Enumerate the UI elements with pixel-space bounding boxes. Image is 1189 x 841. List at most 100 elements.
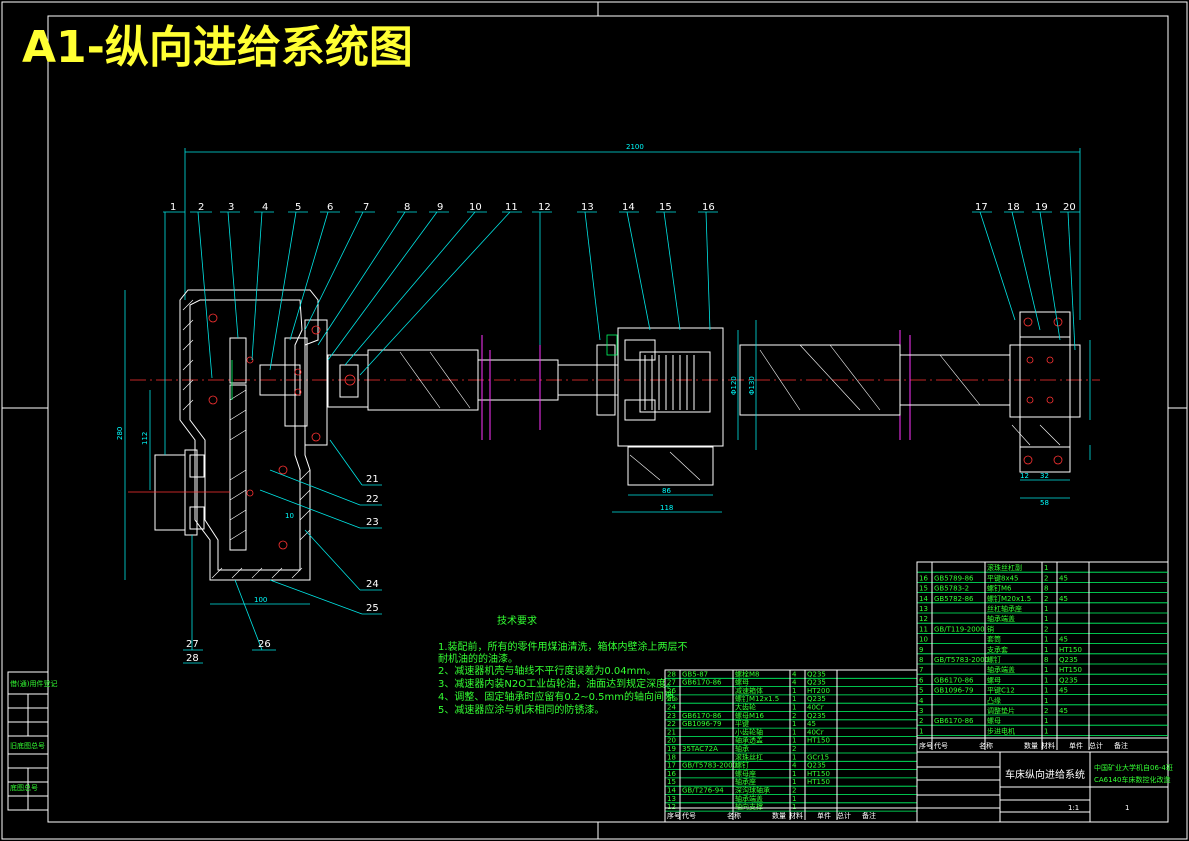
bom-cell: GB1096-79 <box>682 720 721 728</box>
bom-cell: 螺母座 <box>735 769 756 778</box>
part-label: 16 <box>702 202 715 213</box>
bom-cell: 螺钉 <box>987 655 1001 664</box>
ball-screw-nut-assembly <box>596 327 724 486</box>
bom-cell: 滚珠丝杠 <box>735 752 763 761</box>
bom-cell: 调整垫片 <box>987 706 1015 715</box>
bom-cell: 5 <box>919 687 923 695</box>
right-support-bearing <box>1009 311 1081 473</box>
inner-border <box>47 15 1169 823</box>
bom-cell: 套筒 <box>987 635 1001 644</box>
bom-cell: 1 <box>792 720 796 728</box>
bom-cell: 26 <box>667 687 676 695</box>
bom-cell: 丝杠轴承座 <box>987 604 1022 613</box>
bom-cell: 1 <box>1044 615 1048 623</box>
bom-cell: 13 <box>919 605 928 613</box>
bom-cell: 1 <box>1044 676 1048 684</box>
bom-cell: GB6170-86 <box>934 717 974 725</box>
part-label: 27 <box>186 639 199 650</box>
bom-cell: 螺母M16 <box>735 711 764 720</box>
part-label: 22 <box>366 494 379 505</box>
dim-overall-length: 2100 <box>626 143 644 151</box>
bom-cell: 28 <box>667 670 676 678</box>
bom-cell: 大齿轮 <box>735 703 756 712</box>
dim-right-12: 12 <box>1020 472 1029 480</box>
tech-line: 3、减速器内装N2O工业齿轮油，油面达到规定深度。 <box>438 677 676 690</box>
title-sheet: 1 <box>1125 804 1129 812</box>
bom-cell: Q235 <box>807 762 826 770</box>
bom-cell: 1 <box>792 704 796 712</box>
bom-cell: 螺母 <box>735 678 749 687</box>
bom-cell: 滚珠丝杠副 <box>987 563 1022 572</box>
bom-header-cell: 序号 <box>667 811 681 820</box>
bom-cell: 平键 <box>735 719 749 728</box>
tech-line: 耐机油的的油漆。 <box>438 652 518 665</box>
bom-cell: 螺钉M6 <box>987 584 1012 593</box>
bom-cell: 25 <box>667 695 676 703</box>
margin-cell: 借(通)用件登记 <box>10 679 57 688</box>
bom-cell: 螺钉M12x1.5 <box>735 694 779 703</box>
bom-cell: 18 <box>667 753 676 761</box>
dim-right-32: 32 <box>1040 472 1049 480</box>
bom-cell: 深沟球轴承 <box>735 786 770 795</box>
part-label: 18 <box>1007 202 1020 213</box>
bom-cell: 14 <box>667 787 676 795</box>
bom-cell: GB1096-79 <box>934 687 973 695</box>
bom-cell: 6 <box>919 676 924 684</box>
bom-header-cell: 材料 <box>789 811 803 820</box>
bom-cell: GB/T5783-2000 <box>934 656 989 664</box>
bom-cell: GB5789-86 <box>934 574 974 582</box>
bom-cell: 步进电机 <box>987 726 1015 735</box>
bom-cell: 1 <box>1044 717 1048 725</box>
bom-cell: 19 <box>667 745 676 753</box>
bom-cell: GB/T276-94 <box>682 787 724 795</box>
bom-cell: 小齿轮轴 <box>735 727 763 736</box>
bom-cell: 2 <box>919 717 923 725</box>
bom-cell: 螺母 <box>987 716 1001 725</box>
dim-width-box: 100 <box>254 596 267 604</box>
bom-cell: 15 <box>919 585 928 593</box>
bom-cell: 45 <box>1059 707 1068 715</box>
bom-cell: GB6170-86 <box>682 679 722 687</box>
bom-header-cell: 备注 <box>1114 741 1128 750</box>
gearbox-housing <box>179 289 319 581</box>
drawing-title: A1-纵向进给系统图 <box>22 22 413 73</box>
part-label: 7 <box>363 202 369 213</box>
bom-cell: 14 <box>919 595 928 603</box>
bom-cell: 1 <box>1044 605 1048 613</box>
bom-cell: 1 <box>792 770 796 778</box>
bom-cell: 螺母 <box>987 675 1001 684</box>
dim-right-58: 58 <box>1040 499 1049 507</box>
ball-screw-shaft <box>367 330 1011 440</box>
part-label: 9 <box>437 202 443 213</box>
part-label: 14 <box>622 202 635 213</box>
bom-cell: 45 <box>1059 595 1068 603</box>
bom-cell: 1 <box>1044 697 1048 705</box>
bom-header-cell: 代号 <box>934 741 948 750</box>
part-label: 6 <box>327 202 333 213</box>
part-label: 19 <box>1035 202 1048 213</box>
bom-cell: 4 <box>792 679 797 687</box>
tech-line: 4、调整、固定轴承时应留有0.2~0.5mm的轴向间隙。 <box>438 690 684 703</box>
bom-header-cell: 材料 <box>1041 741 1055 750</box>
bom-cell: GB5-87 <box>682 670 708 678</box>
bom-cell: HT150 <box>1059 646 1082 654</box>
bom-cell: 16 <box>919 574 928 582</box>
bom-cell: GB/T5783-2000 <box>682 762 737 770</box>
part-label: 17 <box>975 202 988 213</box>
bom-cell: 2 <box>1044 625 1048 633</box>
title-project: CA6140车床数控化改造 <box>1094 775 1171 784</box>
bom-cell: 1 <box>792 728 796 736</box>
bom-cell: 1 <box>1044 564 1048 572</box>
bom-cell: HT150 <box>807 770 830 778</box>
bom-cell: 4 <box>792 762 797 770</box>
bom-cell: 轴承座 <box>735 777 756 786</box>
bom-cell: 轴向支撑 <box>735 802 763 811</box>
bom-cell: GCr15 <box>807 753 829 761</box>
bom-cell: GB5782-86 <box>934 595 974 603</box>
bom-cell: 8 <box>1044 656 1048 664</box>
dim-dia-130: Φ130 <box>748 376 756 395</box>
bom-cell: 15 <box>667 778 676 786</box>
bom-cell: GB5783-2 <box>934 585 969 593</box>
bom-cell: 2 <box>792 787 796 795</box>
